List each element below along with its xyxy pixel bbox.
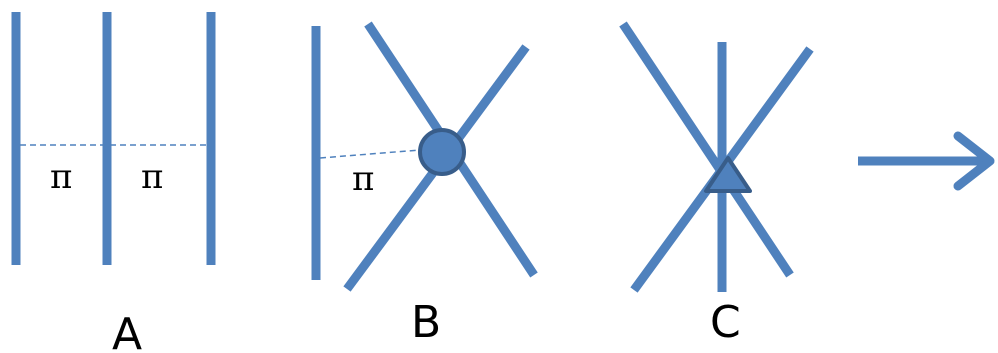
panel-b-pi-label: π xyxy=(352,159,374,199)
panel-a: π π A xyxy=(11,12,216,353)
panel-a-pi-label-1: π xyxy=(50,157,72,197)
panel-c-line-diagonal-1 xyxy=(619,21,794,278)
right-arrow-icon xyxy=(858,131,995,191)
arrow-head xyxy=(953,131,995,191)
panel-b-exchange-dashed-line xyxy=(319,149,421,159)
panel-c-label: C xyxy=(710,297,741,348)
panel-a-pi-label-2: π xyxy=(141,157,163,197)
panel-b-vertex-circle xyxy=(418,128,466,176)
panel-a-label: A xyxy=(112,309,142,353)
panel-c: C xyxy=(619,21,814,348)
panel-b: π B xyxy=(311,21,538,348)
panel-b-label: B xyxy=(411,297,441,348)
panel-c-vertex-triangle xyxy=(704,156,752,193)
